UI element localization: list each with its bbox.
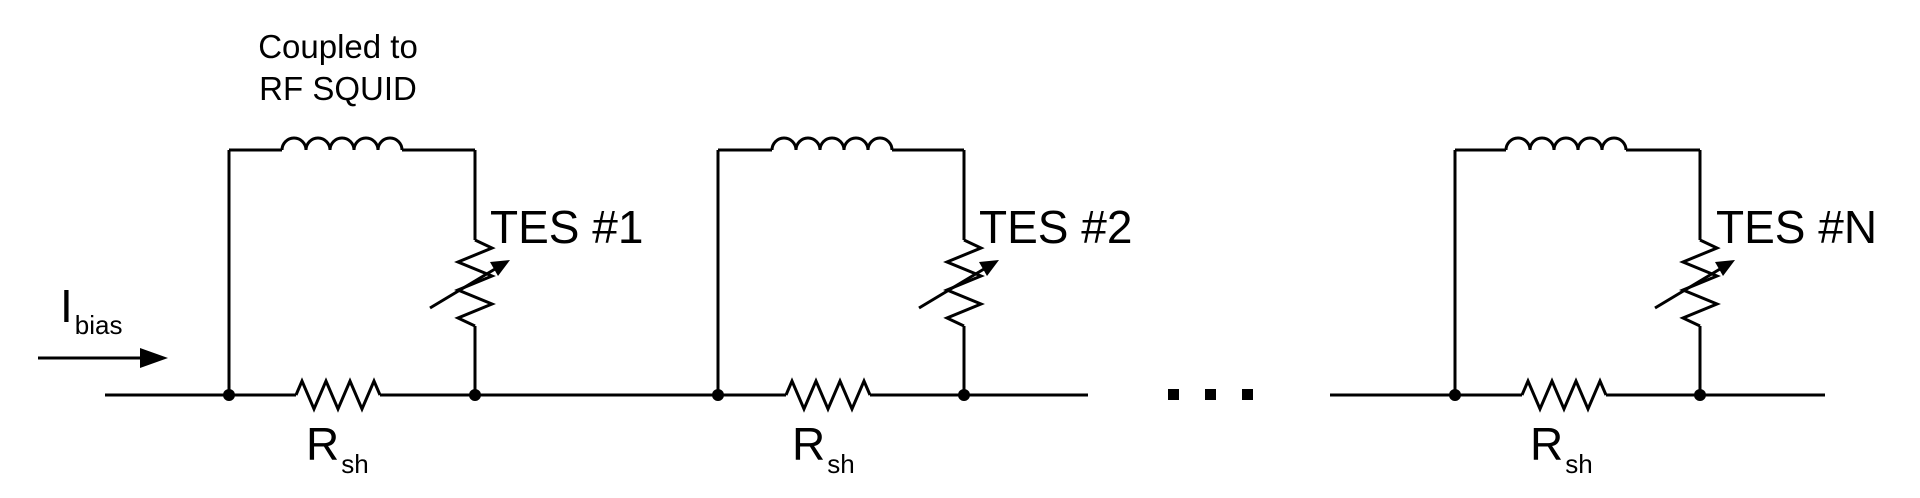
inductor-1 [280, 136, 404, 151]
tes-variable-arrowhead-2 [979, 260, 999, 276]
tes-label-1: TES #1 [490, 201, 643, 253]
circuit-stage-n [1330, 136, 1825, 413]
shunt-resistor-1 [294, 377, 382, 413]
junction-dot-2b [958, 389, 970, 401]
bias-current-arrow [38, 348, 168, 368]
coupling-label-line1: Coupled to [258, 28, 418, 65]
shunt-label-1: Rsh [306, 418, 369, 479]
circuit-stage-2 [716, 136, 1088, 413]
bias-current-label: Ibias [60, 280, 122, 340]
inductor-2 [770, 136, 894, 151]
shunt-label-n: Rsh [1530, 418, 1593, 479]
ellipsis-dots [1168, 389, 1253, 400]
shunt-label-2: Rsh [792, 418, 855, 479]
tes-label-n: TES #N [1716, 201, 1877, 253]
shunt-resistor-n [1520, 377, 1608, 413]
tes-variable-arrowhead-n [1715, 260, 1735, 276]
circuit-stage-1 [105, 136, 718, 413]
shunt-resistor-2 [784, 377, 872, 413]
inductor-n [1504, 136, 1628, 151]
coupling-label-line2: RF SQUID [259, 70, 417, 107]
tes-resistor-2 [943, 238, 985, 328]
tes-label-2: TES #2 [979, 201, 1132, 253]
junction-dot-na [1449, 389, 1461, 401]
tes-resistor-n [1679, 238, 1721, 328]
junction-dot-nb [1694, 389, 1706, 401]
junction-dot-1b [469, 389, 481, 401]
junction-dot-2a [712, 389, 724, 401]
tes-variable-arrowhead-1 [490, 260, 510, 276]
tes-resistor-1 [454, 238, 496, 328]
junction-dot-1a [223, 389, 235, 401]
